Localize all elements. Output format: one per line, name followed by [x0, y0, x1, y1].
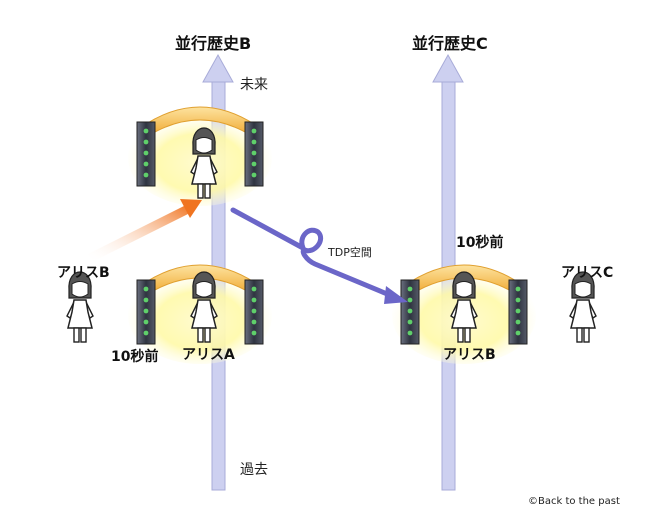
time-machine-b-top — [128, 107, 272, 206]
purple-transfer-arrow — [230, 207, 408, 304]
person-alice-b-left — [66, 271, 94, 343]
timeline-c-title: 並行歴史C — [412, 34, 488, 53]
person-alice-c — [569, 271, 597, 343]
alice-b-left-label: アリスB — [57, 265, 110, 281]
alice-c-label: アリスC — [561, 265, 614, 281]
orange-travel-arrow — [88, 199, 202, 262]
alice-b-right-label: アリスB — [443, 347, 496, 363]
credit-text: ©Back to the past — [528, 496, 620, 507]
alice-a-label: アリスA — [182, 347, 235, 363]
future-label: 未来 — [240, 77, 268, 93]
past-label: 過去 — [240, 462, 268, 478]
timeline-b-title: 並行歴史B — [175, 34, 252, 53]
tdp-space-label: TDP空間 — [328, 246, 372, 259]
machine-b-time-label: 10秒前 — [111, 349, 159, 365]
machine-c-time-label: 10秒前 — [456, 235, 504, 251]
